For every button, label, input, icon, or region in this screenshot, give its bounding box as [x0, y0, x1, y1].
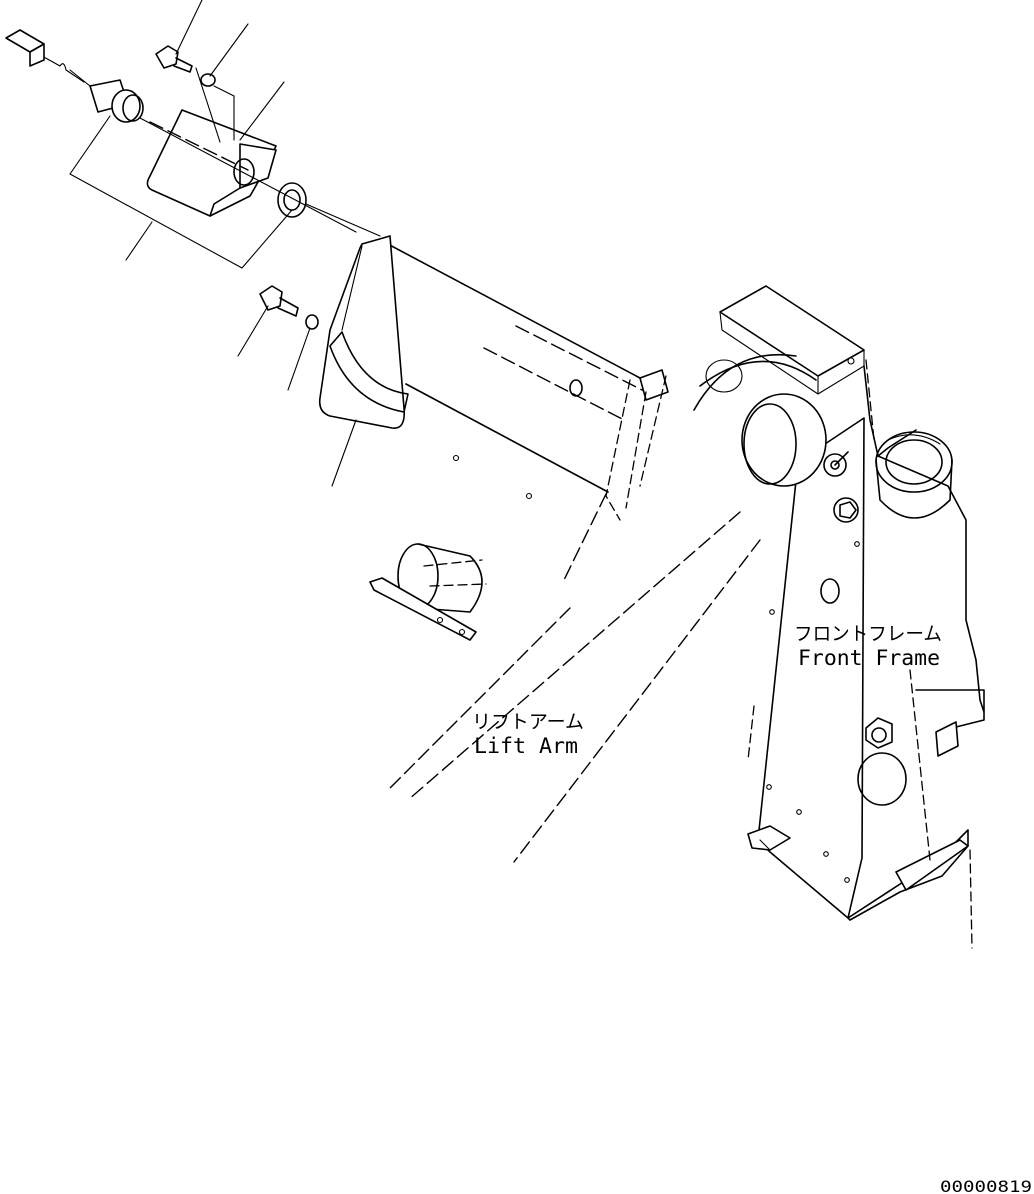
- lift-arm: [369, 241, 827, 863]
- lock-nut: [277, 182, 307, 218]
- lift-arm-label-en: Lift Arm: [474, 734, 578, 758]
- sensor-bracket: [146, 109, 277, 217]
- front-frame-label-en: Front Frame: [798, 646, 940, 670]
- assembly-axis: [213, 85, 235, 97]
- assembly-axis: [195, 67, 221, 143]
- washer: [200, 73, 216, 87]
- front-frame-label-jp: フロントフレーム: [794, 623, 942, 645]
- harness-wire: [41, 55, 85, 83]
- proximity-switch: [69, 69, 144, 123]
- connector-plug: [5, 29, 45, 67]
- mounting-bolt: [259, 285, 299, 317]
- front-frame: [719, 285, 985, 949]
- mounting-bolt: [155, 45, 193, 73]
- washer: [305, 314, 319, 330]
- assembly-axis: [139, 117, 357, 233]
- detector-plate: [318, 235, 409, 429]
- assembly-axis: [305, 203, 381, 237]
- drawing-number: 00000819: [940, 1177, 1032, 1194]
- lift-arm-label-jp: リフトアーム: [472, 711, 584, 733]
- leader-lines: [69, 0, 357, 487]
- assembly-axis: [149, 121, 249, 171]
